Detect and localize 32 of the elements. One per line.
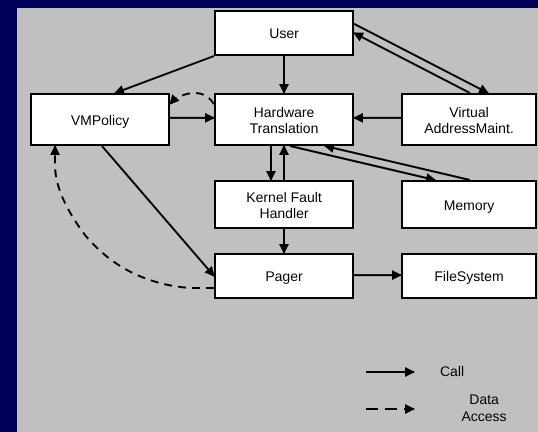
- dashed-arrow: [169, 92, 215, 105]
- legend-label: Call: [438, 363, 466, 380]
- box-label: Pager: [265, 268, 303, 284]
- box-label: VMPolicy: [70, 112, 130, 128]
- process-box: [214, 10, 354, 56]
- process-box: [401, 253, 537, 299]
- arrow: [353, 112, 401, 123]
- arrow: [114, 55, 214, 95]
- arrow: [353, 32, 470, 94]
- box-label: FileSystem: [434, 268, 504, 284]
- box-label: Memory: [444, 196, 494, 212]
- process-box: [214, 180, 354, 229]
- process-box: [30, 93, 170, 146]
- box-label: Hardware Translation: [248, 104, 320, 136]
- arrow: [290, 145, 436, 183]
- legend-label: Data Access: [460, 391, 508, 425]
- arrow: [170, 112, 215, 123]
- box-label: User: [269, 25, 299, 41]
- arrow: [266, 146, 276, 181]
- process-box: [214, 93, 354, 146]
- dashed-arrow: [50, 145, 214, 289]
- box-label: Virtual AddressMaint.: [423, 104, 515, 136]
- arrow: [354, 22, 489, 94]
- process-box: [401, 93, 537, 146]
- arrow: [279, 56, 289, 94]
- arrow: [279, 145, 289, 180]
- process-box: [401, 180, 537, 229]
- box-label: Kernel Fault Handler: [245, 188, 323, 220]
- process-box: [214, 253, 354, 299]
- arrow: [354, 270, 402, 280]
- arrow: [101, 145, 215, 277]
- arrow: [279, 229, 289, 254]
